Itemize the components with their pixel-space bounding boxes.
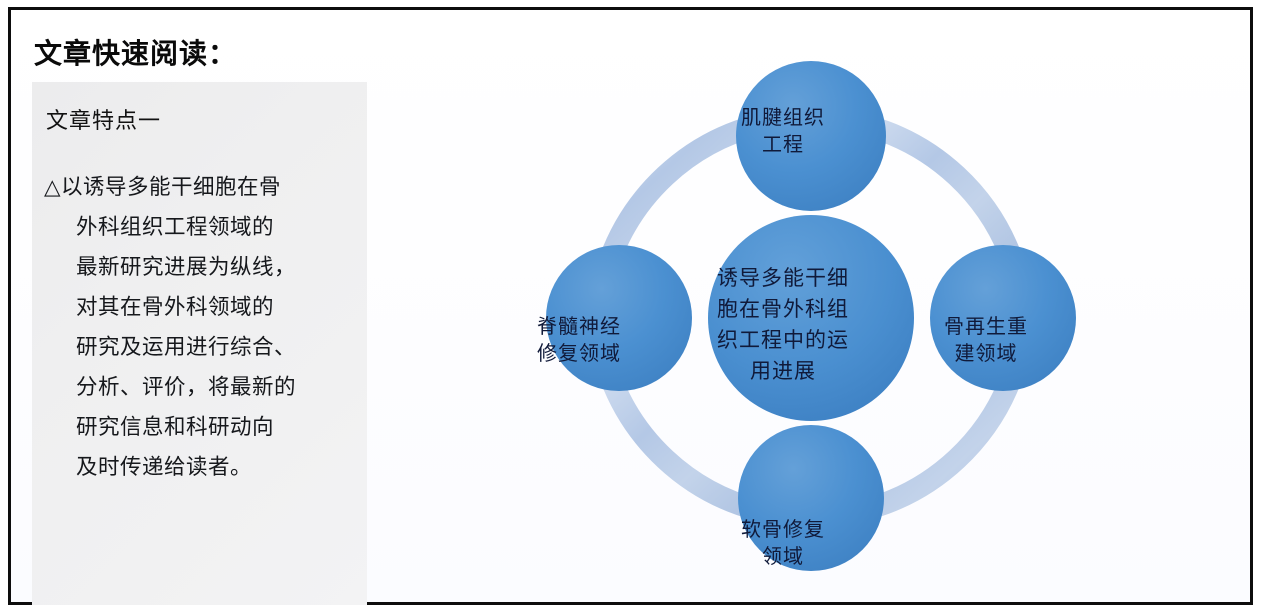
notes-body: △以诱导多能干细胞在骨 外科组织工程领域的 最新研究进展为纵线， 对其在骨外科领… <box>44 168 356 488</box>
cycle-diagram-svg <box>546 61 1076 571</box>
notes-line: 及时传递给读者。 <box>76 455 253 480</box>
node-circle-center[interactable] <box>708 215 914 421</box>
article-notes-panel: 文章特点一 △以诱导多能干细胞在骨 外科组织工程领域的 最新研究进展为纵线， 对… <box>32 82 367 605</box>
notes-line: 研究及运用进行综合、 <box>76 335 297 360</box>
node-circle-right[interactable] <box>930 245 1076 391</box>
page-frame: 文章快速阅读： 文章特点一 △以诱导多能干细胞在骨 外科组织工程领域的 最新研究… <box>8 7 1253 605</box>
notes-subtitle: 文章特点一 <box>46 109 162 134</box>
notes-line: 对其在骨外科领域的 <box>76 295 275 320</box>
notes-line: △以诱导多能干细胞在骨 <box>44 175 282 200</box>
notes-line: 研究信息和科研动向 <box>76 415 275 440</box>
connector-ring <box>597 114 1025 521</box>
ring-arc-top-left <box>597 114 761 269</box>
ring-arc-top-right <box>861 114 1025 269</box>
ring-arc-bottom-right <box>861 366 1025 521</box>
cycle-diagram: 肌腱组织 工程 骨再生重 建领域 软骨修复 领域 脊髓神经 修复领域 诱导多能干… <box>481 28 1141 606</box>
ring-arc-bottom-left <box>597 366 761 521</box>
notes-line: 最新研究进展为纵线， <box>76 255 297 280</box>
node-circle-bottom[interactable] <box>738 425 884 571</box>
notes-line: 分析、评价，将最新的 <box>76 375 297 400</box>
page-title: 文章快速阅读： <box>34 37 238 70</box>
node-circle-top[interactable] <box>736 61 886 211</box>
left-text-column: 文章快速阅读： 文章特点一 △以诱导多能干细胞在骨 外科组织工程领域的 最新研究… <box>22 20 367 605</box>
notes-line: 外科组织工程领域的 <box>76 215 275 240</box>
node-circle-left[interactable] <box>546 245 692 391</box>
